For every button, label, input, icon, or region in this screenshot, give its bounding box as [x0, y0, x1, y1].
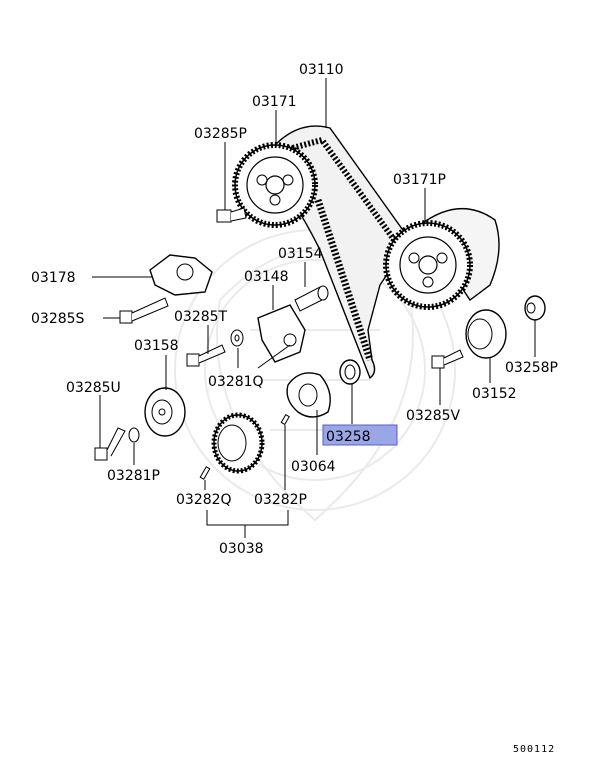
pin-03154: [294, 285, 329, 312]
seal-03258: [339, 359, 361, 385]
label-03282Q[interactable]: 03282Q: [176, 492, 232, 508]
label-03285P[interactable]: 03285P: [194, 126, 247, 142]
bolt-03285P: [216, 207, 247, 223]
label-03148[interactable]: 03148: [244, 269, 289, 285]
label-03281P[interactable]: 03281P: [107, 468, 160, 484]
label-03064[interactable]: 03064: [291, 459, 336, 475]
leader-lines: [92, 78, 536, 538]
label-03285S[interactable]: 03285S: [31, 311, 85, 327]
label-03281Q[interactable]: 03281Q: [208, 374, 264, 390]
label-03285U[interactable]: 03285U: [66, 380, 121, 396]
key-03282Q: [199, 466, 211, 480]
label-03178[interactable]: 03178: [31, 270, 76, 286]
bolt-03285S: [119, 297, 169, 324]
crankshaft-sprocket-03038: [211, 412, 265, 474]
flange-03064: [286, 372, 331, 418]
camshaft-sprocket-left: [232, 142, 318, 228]
label-03258P[interactable]: 03258P: [505, 360, 558, 376]
label-03285T[interactable]: 03285T: [174, 309, 228, 325]
tensioner-arm-03178: [149, 254, 213, 296]
label-03171[interactable]: 03171: [252, 94, 297, 110]
label-03152[interactable]: 03152: [472, 386, 517, 402]
key-03282P: [280, 413, 290, 426]
label-03282P[interactable]: 03282P: [254, 492, 307, 508]
bolt-03285V: [431, 349, 464, 369]
label-03258[interactable]: 03258: [326, 429, 371, 445]
label-03158[interactable]: 03158: [134, 338, 179, 354]
highlight-box: [322, 424, 398, 446]
washer-03281Q: [230, 329, 244, 347]
idler-pulley-03152: [465, 309, 507, 359]
spacer-03258P: [524, 295, 546, 321]
bracket-03148: [257, 304, 306, 363]
label-03171P[interactable]: 03171P: [393, 172, 446, 188]
label-03154[interactable]: 03154: [278, 246, 323, 262]
label-03285V[interactable]: 03285V: [406, 408, 461, 424]
diagram-code: 500112: [513, 744, 555, 755]
camshaft-sprocket-right: [383, 208, 500, 310]
tensioner-pulley-03158: [144, 387, 186, 437]
bolt-03285U: [94, 427, 126, 461]
washer-03281P: [128, 427, 140, 443]
label-03110[interactable]: 03110: [299, 62, 344, 78]
label-03038[interactable]: 03038: [219, 541, 264, 557]
bolt-03285T: [186, 344, 226, 367]
